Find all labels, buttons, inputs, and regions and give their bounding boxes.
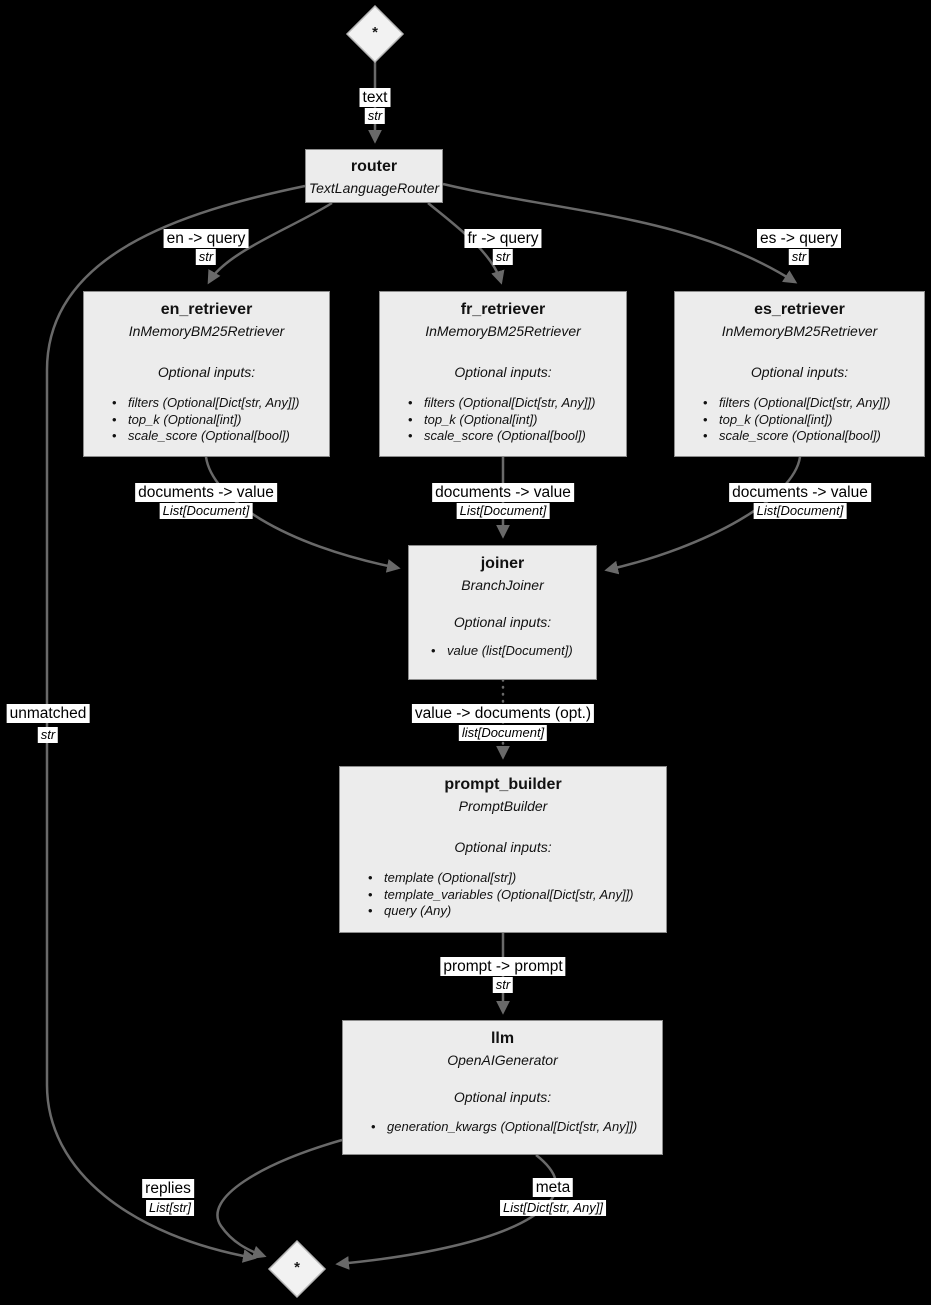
edge-type-meta: List[Dict[str, Any]]: [500, 1200, 606, 1216]
node-router-subtitle: TextLanguageRouter: [308, 180, 440, 196]
edge-label-docs-fr: documents -> value: [432, 483, 574, 502]
edge-label-text: text: [359, 88, 391, 107]
edge-label-prompt: prompt -> prompt: [440, 957, 566, 976]
node-en-retriever-inputs-header: Optional inputs:: [157, 364, 256, 380]
node-fr-retriever-inputs: filters (Optional[Dict[str, Any]]) top_k…: [380, 395, 626, 445]
edge-type-fr-query: str: [492, 249, 514, 265]
node-prompt-builder-subtitle: PromptBuilder: [458, 798, 548, 814]
input-item: generation_kwargs (Optional[Dict[str, An…: [371, 1119, 656, 1136]
edge-es-retriever-to-joiner: [604, 456, 802, 575]
node-llm-subtitle: OpenAIGenerator: [447, 1052, 558, 1068]
node-fr-retriever: fr_retriever InMemoryBM25Retriever Optio…: [379, 291, 627, 457]
edge-label-replies: replies: [142, 1179, 194, 1198]
edge-en-retriever-to-joiner: [204, 456, 401, 573]
node-fr-retriever-inputs-header: Optional inputs:: [454, 364, 552, 380]
input-item: filters (Optional[Dict[str, Any]]): [408, 395, 620, 412]
edge-type-value-documents: list[Document]: [458, 725, 548, 741]
input-item: top_k (Optional[int]): [703, 412, 918, 429]
node-prompt-builder-inputs-header: Optional inputs:: [454, 839, 552, 855]
input-item: scale_score (Optional[bool]): [112, 428, 323, 445]
node-en-retriever: en_retriever InMemoryBM25Retriever Optio…: [83, 291, 330, 457]
node-joiner-subtitle: BranchJoiner: [461, 577, 544, 593]
edge-type-en-query: str: [195, 249, 217, 265]
edge-router-unmatched-to-output: [45, 184, 306, 1263]
edge-label-fr-query: fr -> query: [464, 229, 542, 248]
edge-label-value-documents: value -> documents (opt.): [411, 704, 595, 723]
node-router: router TextLanguageRouter: [305, 149, 443, 203]
edge-label-docs-es: documents -> value: [729, 483, 871, 502]
node-es-retriever-title: es_retriever: [754, 301, 845, 318]
input-item: top_k (Optional[int]): [408, 412, 620, 429]
edge-type-docs-fr: List[Document]: [456, 503, 550, 519]
input-item: top_k (Optional[int]): [112, 412, 323, 429]
input-item: template (Optional[str]): [368, 870, 660, 887]
node-es-retriever-inputs: filters (Optional[Dict[str, Any]]) top_k…: [675, 395, 924, 445]
output-terminal-diamond: [267, 1239, 327, 1299]
edge-llm-replies-to-output: [216, 1138, 343, 1259]
node-llm-title: llm: [490, 1030, 515, 1047]
node-es-retriever-inputs-header: Optional inputs:: [750, 364, 849, 380]
node-router-title: router: [350, 158, 398, 175]
node-es-retriever: es_retriever InMemoryBM25Retriever Optio…: [674, 291, 925, 457]
node-llm-inputs: generation_kwargs (Optional[Dict[str, An…: [343, 1119, 662, 1136]
node-joiner-inputs-header: Optional inputs:: [453, 614, 552, 630]
node-joiner-title: joiner: [480, 555, 525, 572]
node-llm-inputs-header: Optional inputs:: [453, 1089, 552, 1105]
node-fr-retriever-subtitle: InMemoryBM25Retriever: [425, 323, 581, 339]
edge-label-es-query: es -> query: [757, 229, 841, 248]
edge-label-unmatched: unmatched: [6, 704, 90, 723]
node-joiner: joiner BranchJoiner Optional inputs: val…: [408, 545, 597, 680]
input-terminal-diamond: [345, 4, 405, 64]
input-item: filters (Optional[Dict[str, Any]]): [703, 395, 918, 412]
input-item: query (Any): [368, 903, 660, 920]
node-joiner-inputs: value (list[Document]): [409, 643, 596, 660]
input-item: filters (Optional[Dict[str, Any]]): [112, 395, 323, 412]
edge-router-to-en-retriever: [207, 201, 333, 285]
edge-type-docs-es: List[Document]: [753, 503, 847, 519]
edge-label-meta: meta: [532, 1178, 574, 1197]
node-fr-retriever-title: fr_retriever: [460, 301, 546, 318]
input-item: value (list[Document]): [431, 643, 590, 660]
edge-type-unmatched: str: [37, 727, 59, 743]
edge-llm-meta-to-output: [335, 1154, 558, 1270]
edge-label-en-query: en -> query: [163, 229, 249, 248]
node-prompt-builder: prompt_builder PromptBuilder Optional in…: [339, 766, 667, 933]
node-prompt-builder-inputs: template (Optional[str]) template_variab…: [340, 870, 666, 920]
input-terminal-label: *: [372, 24, 378, 41]
node-llm: llm OpenAIGenerator Optional inputs: gen…: [342, 1020, 663, 1155]
edge-type-text: str: [364, 108, 386, 124]
input-item: template_variables (Optional[Dict[str, A…: [368, 887, 660, 904]
input-item: scale_score (Optional[bool]): [408, 428, 620, 445]
edge-type-es-query: str: [788, 249, 810, 265]
edge-router-to-es-retriever: [442, 182, 798, 284]
node-prompt-builder-title: prompt_builder: [444, 776, 562, 793]
node-en-retriever-title: en_retriever: [160, 301, 253, 318]
node-en-retriever-subtitle: InMemoryBM25Retriever: [128, 323, 285, 339]
edge-type-prompt: str: [492, 977, 514, 993]
edge-type-replies: List[str]: [146, 1200, 194, 1216]
node-en-retriever-inputs: filters (Optional[Dict[str, Any]]) top_k…: [84, 395, 329, 445]
edge-type-docs-en: List[Document]: [159, 503, 253, 519]
node-es-retriever-subtitle: InMemoryBM25Retriever: [721, 323, 878, 339]
output-terminal-label: *: [294, 1259, 300, 1276]
input-item: scale_score (Optional[bool]): [703, 428, 918, 445]
edge-label-docs-en: documents -> value: [135, 483, 277, 502]
